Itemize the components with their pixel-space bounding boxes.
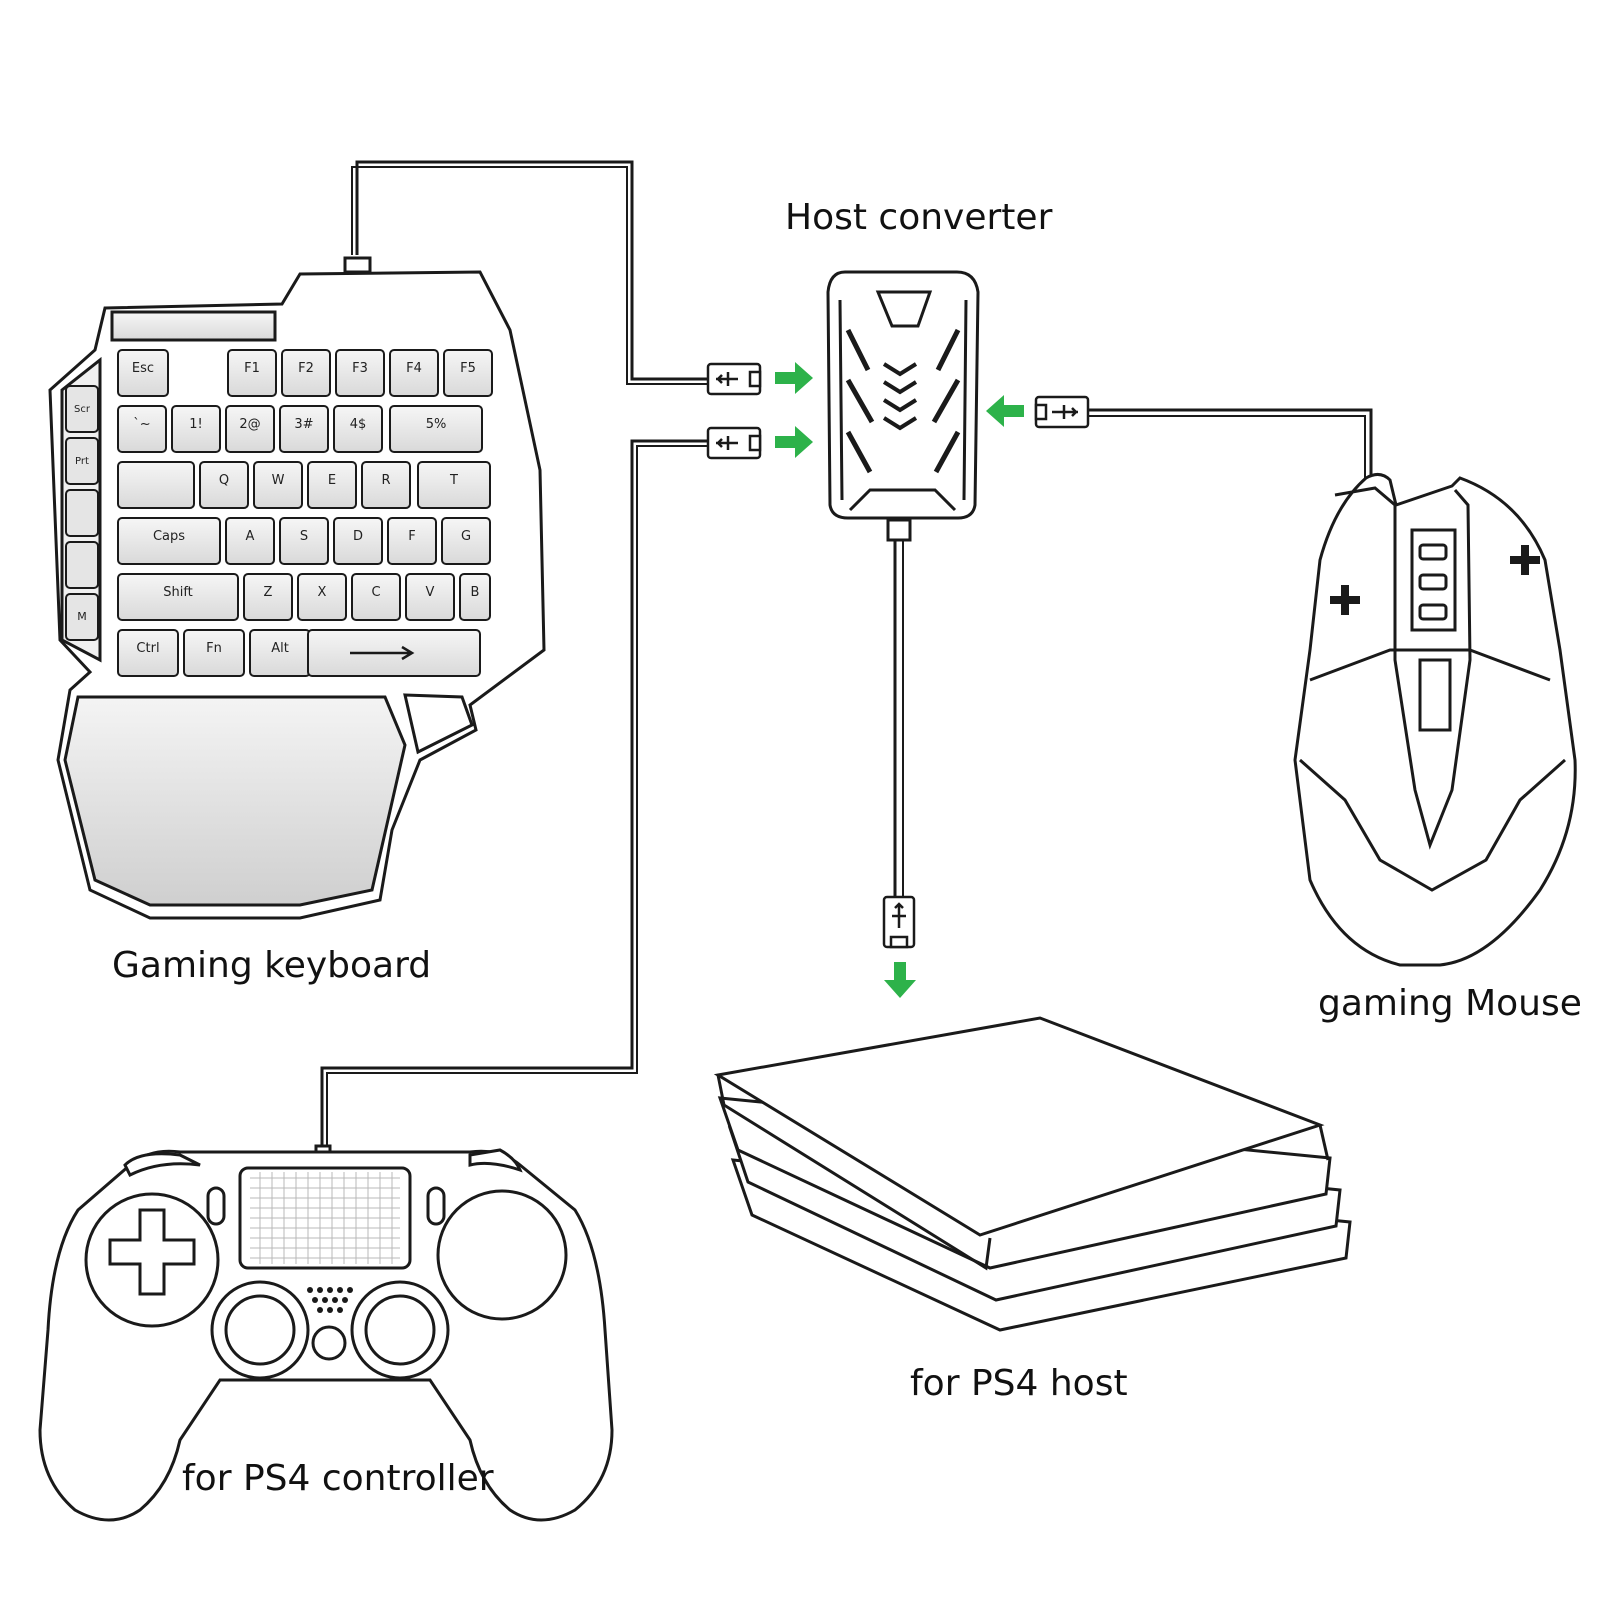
keyboard-key [117, 573, 239, 621]
usb-plug-icon [706, 426, 762, 460]
keyboard-key-label: X [318, 585, 327, 600]
keyboard-key-label: Alt [271, 641, 289, 656]
controller-cable [320, 439, 708, 1148]
keyboard-key [243, 573, 293, 621]
touchpad-texture [250, 1172, 400, 1264]
cables [320, 160, 1373, 1148]
keyboard-side-keys: Scr Prt M [65, 385, 99, 641]
keyboard-key [441, 517, 491, 565]
keyboard-key-label: Esc [132, 361, 154, 376]
keyboard-key [459, 573, 491, 621]
keyboard-key-label: G [461, 529, 471, 544]
keyboard-key [117, 405, 167, 453]
keyboard-key-label: Caps [153, 529, 185, 544]
speaker-grille [307, 1287, 353, 1313]
label-ps4-host: for PS4 host [910, 1363, 1128, 1404]
keyboard-key [389, 349, 439, 397]
keyboard-key-label: F5 [460, 361, 476, 376]
label-host-converter: Host converter [785, 197, 1053, 238]
keyboard-cable [355, 160, 708, 381]
keyboard-key [199, 461, 249, 509]
ps4-controller-device [38, 1144, 614, 1522]
keyboard-key-label: B [471, 585, 480, 600]
keyboard-key-label: 4$ [350, 417, 367, 432]
keyboard-key [389, 405, 483, 453]
keyboard-key [225, 517, 275, 565]
keyboard-key [281, 349, 331, 397]
keyboard-key [443, 349, 493, 397]
keyboard-key-label: A [246, 529, 255, 544]
keyboard-key-label: `~ [133, 417, 150, 432]
keyboard-key-label: 5% [426, 417, 447, 432]
arrow-right-icon [775, 426, 813, 458]
mouse-cable [1088, 408, 1373, 480]
keyboard-key-label: T [449, 473, 458, 488]
ps4-host-console [713, 1016, 1352, 1332]
keyboard-key [279, 405, 329, 453]
keyboard-key [333, 405, 383, 453]
keyboard-key-label: D [353, 529, 363, 544]
keyboard-key [117, 461, 195, 509]
keyboard-key [361, 461, 411, 509]
keyboard-key-label: 2@ [239, 417, 260, 432]
keyboard-key [351, 573, 401, 621]
keyboard-key-label: 1! [189, 417, 202, 432]
keyboard-key-label: R [381, 473, 390, 488]
keyboard-key-label: S [300, 529, 308, 544]
keyboard-key [335, 349, 385, 397]
usb-plug-icon [1034, 395, 1090, 429]
keyboard-key [333, 517, 383, 565]
keyboard-key [225, 405, 275, 453]
keyboard-key-label: W [272, 473, 285, 488]
keyboard-key [183, 629, 245, 677]
host-converter-device [826, 270, 980, 542]
keyboard-key [297, 573, 347, 621]
keyboard-key [405, 573, 455, 621]
usb-plug-icon [882, 895, 916, 949]
keyboard-key-label: F4 [406, 361, 422, 376]
keyboard-key-label: Shift [163, 585, 193, 600]
spacebar-arrow-icon [350, 645, 415, 661]
keyboard-key [417, 461, 491, 509]
keyboard-key [171, 405, 221, 453]
keyboard-key-label: Ctrl [136, 641, 159, 656]
keyboard-key-label: Q [219, 473, 229, 488]
arrow-right-icon [775, 362, 813, 394]
label-gaming-keyboard: Gaming keyboard [112, 945, 432, 986]
gaming-mouse-device [1293, 473, 1577, 967]
keyboard-key [253, 461, 303, 509]
usb-plug-icon [706, 362, 762, 396]
keyboard-keys: Esc F1 F2 F3 F4 F5 `~ 1! 2@ 3# 4$ 5% Q W E R T Caps A S D F G S… [117, 349, 493, 677]
keyboard-key [387, 517, 437, 565]
arrow-down-icon [884, 962, 916, 998]
label-ps4-controller: for PS4 controller [182, 1458, 494, 1499]
keyboard-key [307, 461, 357, 509]
keyboard-key-label: Z [264, 585, 273, 600]
keyboard-key-label: Fn [206, 641, 222, 656]
keyboard-key-label: F [408, 529, 415, 544]
side-key-label: Prt [75, 456, 89, 467]
keyboard-key-label: V [426, 585, 435, 600]
keyboard-key-label: C [371, 585, 380, 600]
keyboard-key-label: F1 [244, 361, 260, 376]
keyboard-key-label: 3# [294, 417, 313, 432]
keyboard-key [279, 517, 329, 565]
label-gaming-mouse: gaming Mouse [1318, 983, 1582, 1024]
keyboard-key [227, 349, 277, 397]
keyboard-key [117, 517, 221, 565]
keyboard-key-label: E [328, 473, 336, 488]
side-key-label: Scr [74, 404, 91, 415]
keyboard-key [117, 349, 169, 397]
keyboard-key [117, 629, 179, 677]
keyboard-key-label: F3 [352, 361, 368, 376]
side-key-label: M [77, 610, 87, 623]
arrow-left-icon [986, 395, 1024, 427]
keyboard-key-label: F2 [298, 361, 314, 376]
